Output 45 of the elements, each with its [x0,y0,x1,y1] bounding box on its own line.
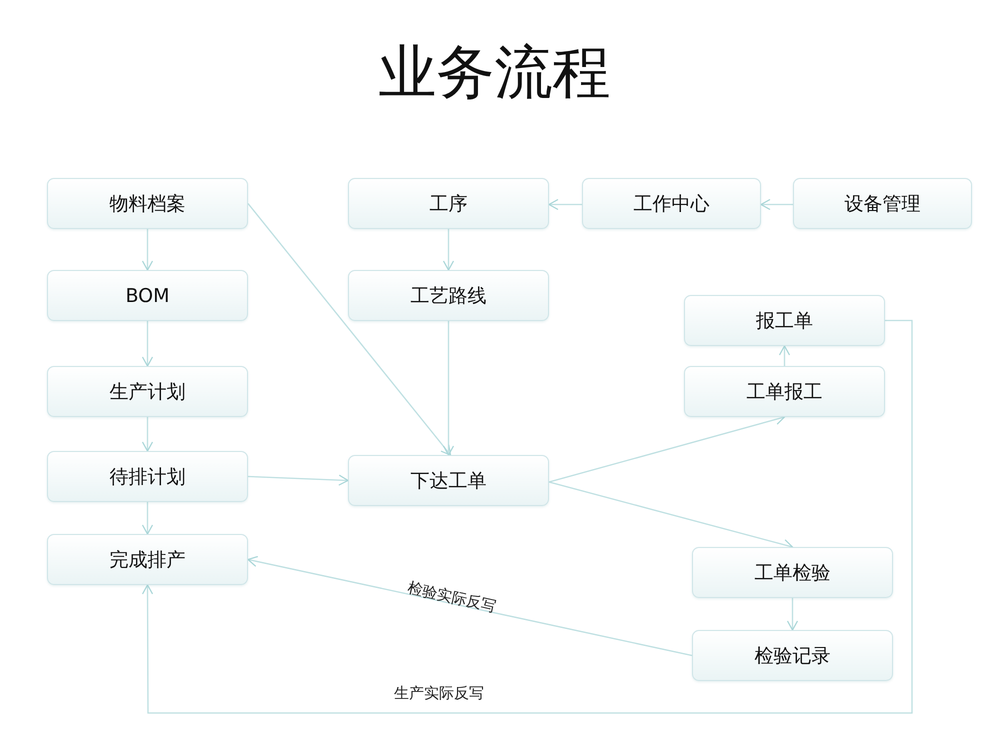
box-label: 工序 [430,192,468,216]
process-box [47,451,248,502]
process-box [47,178,248,229]
arrow [548,198,582,210]
edge-label: 生产实际反写 [392,684,486,702]
arrow [248,203,452,456]
process-box [582,178,761,229]
arrow [142,321,154,367]
process-box [348,178,549,229]
box-label: 物料档案 [110,192,186,216]
box-label: 工作中心 [634,192,710,216]
arrow [248,474,349,486]
process-box [692,630,893,681]
process-box [793,178,972,229]
arrow [760,198,793,210]
process-box [47,270,248,321]
box-label: 生产计划 [110,380,186,404]
process-box [348,455,549,506]
diagram-title: 业务流程 [378,39,610,107]
process-box [684,366,885,417]
arrow [142,320,913,714]
arrow [442,229,454,271]
box-label: 下达工单 [410,468,486,494]
box-label: 工单报工 [746,380,822,404]
box-label: 检验记录 [754,644,830,668]
box-label: 待排计划 [110,464,186,490]
process-box [47,366,248,417]
box-label: 设备管理 [844,192,920,216]
arrow [142,502,154,535]
arrow [786,598,798,631]
box-label: BOM [125,284,170,306]
arrow [442,321,454,456]
arrow [247,556,692,656]
box-label: 工艺路线 [410,284,486,308]
process-box [348,270,549,321]
box-label: 工单检验 [754,560,830,586]
arrow [778,345,790,366]
process-box [684,295,885,346]
edge-label: 检验实际反写 [405,578,499,616]
process-box [692,547,893,598]
process-box [47,534,248,585]
arrow [142,229,154,271]
box-label: 完成排产 [110,548,186,572]
box-label: 报工单 [756,308,813,334]
arrow [142,417,154,452]
